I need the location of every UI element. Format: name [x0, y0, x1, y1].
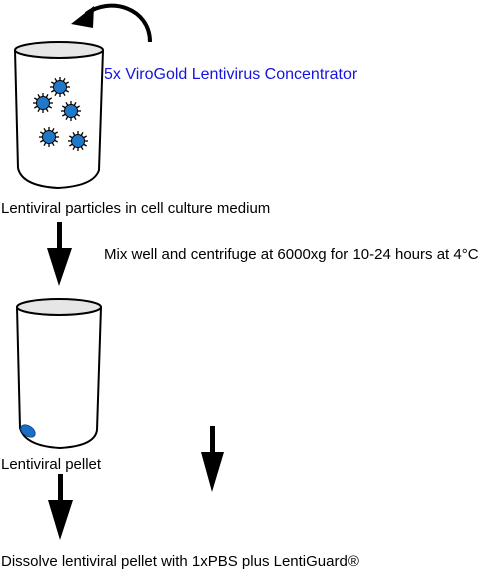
- instruction-text: Mix well and centrifuge at 6000xg for 10…: [104, 246, 479, 263]
- tube-with-pellet: [16, 298, 102, 450]
- reagent-label: 5x ViroGold Lentivirus Concentrator: [104, 66, 358, 83]
- step2-label: Lentiviral pellet: [1, 456, 102, 473]
- virus-particle: [68, 131, 88, 151]
- virus-particle: [39, 127, 59, 147]
- down-arrow-3: [48, 474, 73, 540]
- lentiviral-particles: [33, 77, 88, 151]
- tube-with-particles: [14, 41, 104, 190]
- virus-particle: [50, 77, 70, 97]
- step1-label: Lentiviral particles in cell culture med…: [1, 200, 271, 217]
- pour-arrow: [71, 3, 152, 43]
- virus-particle: [61, 101, 81, 121]
- down-arrow-1: [47, 222, 72, 286]
- down-arrow-2: [201, 426, 224, 492]
- pellet: [20, 424, 36, 438]
- virus-particle: [33, 93, 53, 113]
- step3-label: Dissolve lentiviral pellet with 1xPBS pl…: [1, 553, 359, 570]
